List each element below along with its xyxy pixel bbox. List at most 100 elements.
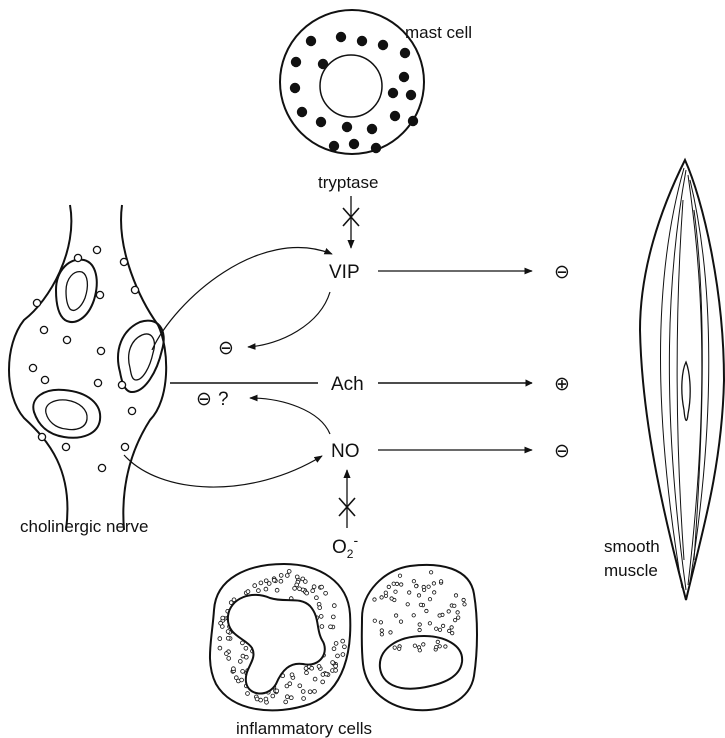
- granule: [429, 571, 432, 574]
- superoxide-label: O2-: [332, 532, 358, 561]
- granule: [238, 660, 242, 664]
- nerve-small-vesicle: [118, 381, 125, 388]
- mast-cell: [280, 10, 424, 154]
- granule: [264, 697, 268, 701]
- granule: [425, 609, 428, 612]
- no-inhibit-symbol: ⊖: [554, 441, 570, 462]
- granule: [317, 665, 321, 669]
- granule: [298, 587, 302, 591]
- mast-cell-membrane: [280, 10, 424, 154]
- granule: [417, 594, 420, 597]
- granule: [392, 582, 395, 585]
- granule: [435, 627, 438, 630]
- granule: [438, 628, 441, 631]
- granule: [246, 590, 250, 594]
- granule: [271, 694, 275, 698]
- granule: [418, 623, 421, 626]
- granule: [387, 585, 390, 588]
- granule: [311, 589, 315, 593]
- granule: [288, 682, 292, 686]
- granule: [293, 587, 297, 591]
- inflammatory-cells-label: inflammatory cells: [236, 719, 372, 738]
- granule: [240, 678, 244, 682]
- mast-cell-granule: [408, 116, 418, 126]
- granule: [272, 578, 276, 582]
- granule: [384, 591, 387, 594]
- nerve-small-vesicle: [131, 286, 138, 293]
- granule: [395, 582, 398, 585]
- granule: [264, 587, 268, 591]
- granule: [400, 583, 403, 586]
- nerve-small-vesicle: [29, 364, 36, 371]
- granule: [456, 611, 459, 614]
- mast-cell-granule: [297, 107, 307, 117]
- nerve-small-vesicle: [41, 376, 48, 383]
- granule: [305, 591, 309, 595]
- nerve-small-vesicle: [63, 336, 70, 343]
- granule: [308, 690, 312, 694]
- mast-cell-granule: [367, 124, 377, 134]
- smooth-label: smooth: [604, 537, 660, 556]
- inflammatory-cell-left: [210, 564, 350, 710]
- granule: [419, 603, 422, 606]
- granule: [422, 585, 425, 588]
- granule: [406, 603, 409, 606]
- granule: [241, 670, 245, 674]
- granule: [287, 570, 291, 574]
- nerve-vesicle-bottom: [33, 390, 100, 438]
- granule: [394, 590, 397, 593]
- mast-cell-granule: [329, 141, 339, 151]
- ach-excite-symbol: ⊕: [554, 374, 570, 395]
- granule: [453, 604, 456, 607]
- granule: [454, 594, 457, 597]
- cell-granules: [373, 571, 466, 652]
- granule: [441, 624, 444, 627]
- granule: [462, 598, 465, 601]
- granule: [331, 661, 335, 665]
- granule: [432, 582, 435, 585]
- granule: [221, 616, 225, 620]
- mast-cell-nucleus: [320, 55, 382, 117]
- granule: [422, 643, 425, 646]
- mast-cell-granule: [336, 32, 346, 42]
- granule: [415, 584, 418, 587]
- nerve-vesicle-middle: [118, 321, 164, 392]
- granule: [246, 692, 250, 696]
- granule: [341, 653, 345, 657]
- nerve-to-no-arrow: [124, 455, 322, 487]
- muscle-label: muscle: [604, 561, 658, 580]
- granule: [218, 646, 222, 650]
- granule: [433, 591, 436, 594]
- granule: [453, 618, 456, 621]
- granule: [418, 649, 421, 652]
- granule: [332, 604, 336, 608]
- nerve-vesicle-top: [56, 260, 97, 322]
- granule: [398, 647, 401, 650]
- granule: [226, 630, 230, 634]
- granule: [398, 574, 401, 577]
- granule: [341, 639, 345, 643]
- granule: [435, 645, 438, 648]
- granule: [259, 581, 263, 585]
- granule: [332, 647, 336, 651]
- granule: [390, 597, 393, 600]
- mast-cell-granule: [342, 122, 352, 132]
- granule: [298, 684, 302, 688]
- granule: [303, 580, 307, 584]
- nerve-small-vesicle: [38, 433, 45, 440]
- granule: [319, 615, 323, 619]
- mast-cell-granule: [349, 139, 359, 149]
- granule: [241, 654, 245, 658]
- granule: [412, 580, 415, 583]
- granule: [413, 644, 416, 647]
- nerve-small-vesicle: [74, 254, 81, 261]
- ach-label: Ach: [331, 374, 364, 395]
- tryptase-to-vip-arrow: [343, 196, 359, 248]
- mast-cell-granule: [291, 57, 301, 67]
- vip-inhibit-symbol: ⊖: [554, 262, 570, 283]
- granule: [257, 589, 261, 593]
- granule: [315, 596, 319, 600]
- mast-cell-granule: [318, 59, 328, 69]
- tryptase-label: tryptase: [318, 173, 378, 192]
- mast-cell-granule: [400, 48, 410, 58]
